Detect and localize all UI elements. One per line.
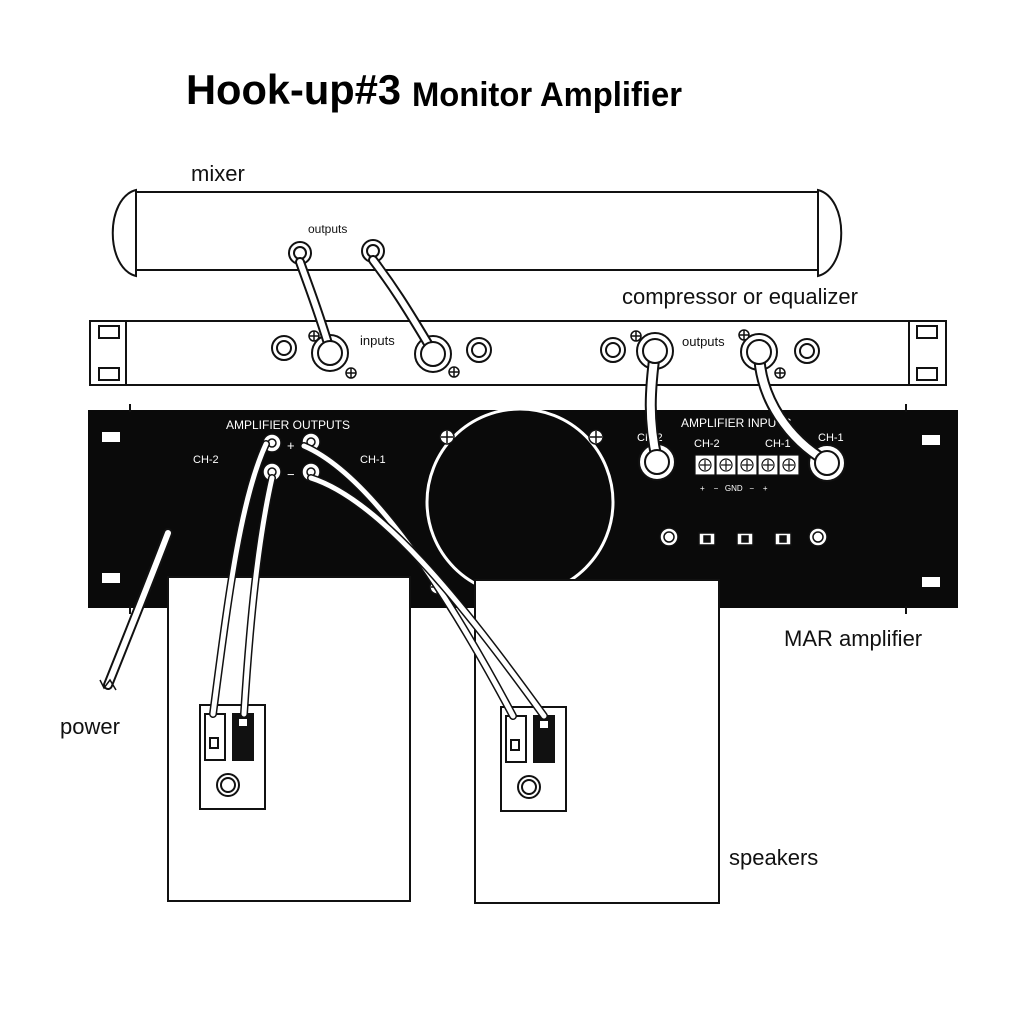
terminal-ch1-label: CH-1	[765, 438, 791, 450]
amp-outputs-label: AMPLIFIER OUTPUTS	[226, 418, 350, 432]
mixer-label: mixer	[191, 161, 245, 186]
compressor-inputs-label: inputs	[360, 333, 395, 348]
mixer-outputs-label: outputs	[308, 222, 347, 236]
amp-inputs-label: AMPLIFIER INPUTS	[681, 416, 792, 430]
speakers-label: speakers	[729, 845, 818, 870]
amp-plus-label: +	[287, 438, 295, 453]
amp-minus-label: −	[287, 467, 295, 482]
speaker-cables	[209, 440, 548, 720]
mixer-unit	[111, 188, 843, 278]
mixer-output-jacks	[288, 239, 385, 265]
compressor-label: compressor or equalizer	[622, 284, 858, 309]
speaker-right	[474, 579, 720, 904]
compressor-screws	[308, 329, 786, 379]
terminal-signs-label: + − GND − +	[700, 484, 768, 493]
plug-ends	[317, 338, 840, 476]
amp-in-ch1-label: CH-1	[818, 432, 844, 444]
compressor-outputs-label: outputs	[682, 334, 725, 349]
amp-ch1-label: CH-1	[360, 454, 386, 466]
mar-amplifier-label: MAR amplifier	[784, 626, 922, 651]
power-cord	[99, 528, 173, 691]
power-label: power	[60, 714, 120, 739]
compressor-unit	[89, 320, 947, 386]
title-monitor-amplifier: Monitor Amplifier	[412, 76, 682, 114]
speaker-left	[167, 576, 411, 902]
patch-cables-mixer-to-comp	[295, 255, 438, 357]
terminal-ch2-label: CH-2	[694, 438, 720, 450]
amp-ch2-label: CH-2	[193, 454, 219, 466]
title-hookup: Hook-up#3	[186, 66, 401, 113]
